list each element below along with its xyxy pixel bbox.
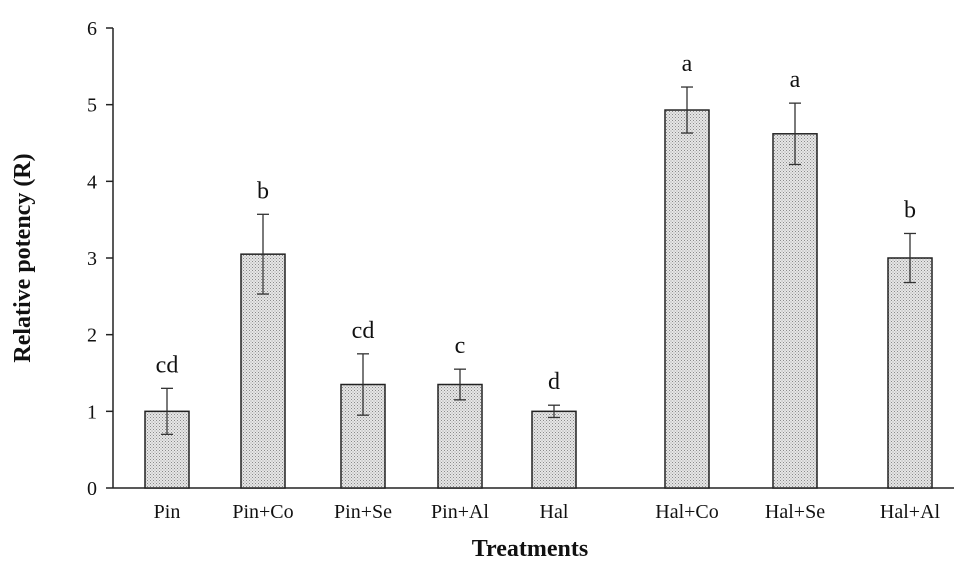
category-label: Pin+Al — [431, 501, 489, 523]
category-label: Hal+Al — [880, 501, 941, 523]
bar — [772, 133, 818, 489]
significance-letter: a — [682, 51, 693, 77]
category-labels: Pin Pin+Co Pin+Se Pin+Al Hal Hal+Co Hal+Se Hal+… — [154, 501, 941, 523]
y-tick-label: 5 — [87, 95, 97, 117]
y-tick-label: 0 — [87, 478, 97, 500]
y-tick-label: 6 — [87, 18, 97, 40]
significance-letter: d — [548, 369, 560, 395]
y-tick-label: 1 — [87, 401, 97, 423]
y-ticks: 0 1 2 3 4 5 6 — [87, 18, 113, 500]
significance-letter: cd — [352, 318, 375, 344]
category-label: Hal+Co — [655, 501, 719, 523]
y-tick-label: 4 — [87, 171, 97, 193]
category-label: Hal+Se — [765, 501, 825, 523]
significance-letter: cd — [156, 352, 179, 378]
bar — [887, 257, 933, 489]
category-label: Pin+Co — [232, 501, 293, 523]
y-tick-label: 2 — [87, 325, 97, 347]
significance-letter: b — [904, 197, 916, 223]
bar — [664, 109, 710, 489]
bar — [437, 383, 483, 489]
bar — [531, 410, 577, 489]
category-label: Pin+Se — [334, 501, 392, 523]
bars — [144, 109, 933, 489]
category-label: Hal — [540, 501, 569, 523]
significance-letter: a — [790, 67, 801, 93]
y-tick-label: 3 — [87, 248, 97, 270]
y-axis-title: Relative potency (R) — [10, 153, 36, 362]
significance-letter: b — [257, 178, 269, 204]
significance-letter: c — [455, 333, 466, 359]
error-bars — [161, 86, 916, 435]
category-label: Pin — [154, 501, 181, 523]
x-axis-title: Treatments — [472, 536, 588, 562]
